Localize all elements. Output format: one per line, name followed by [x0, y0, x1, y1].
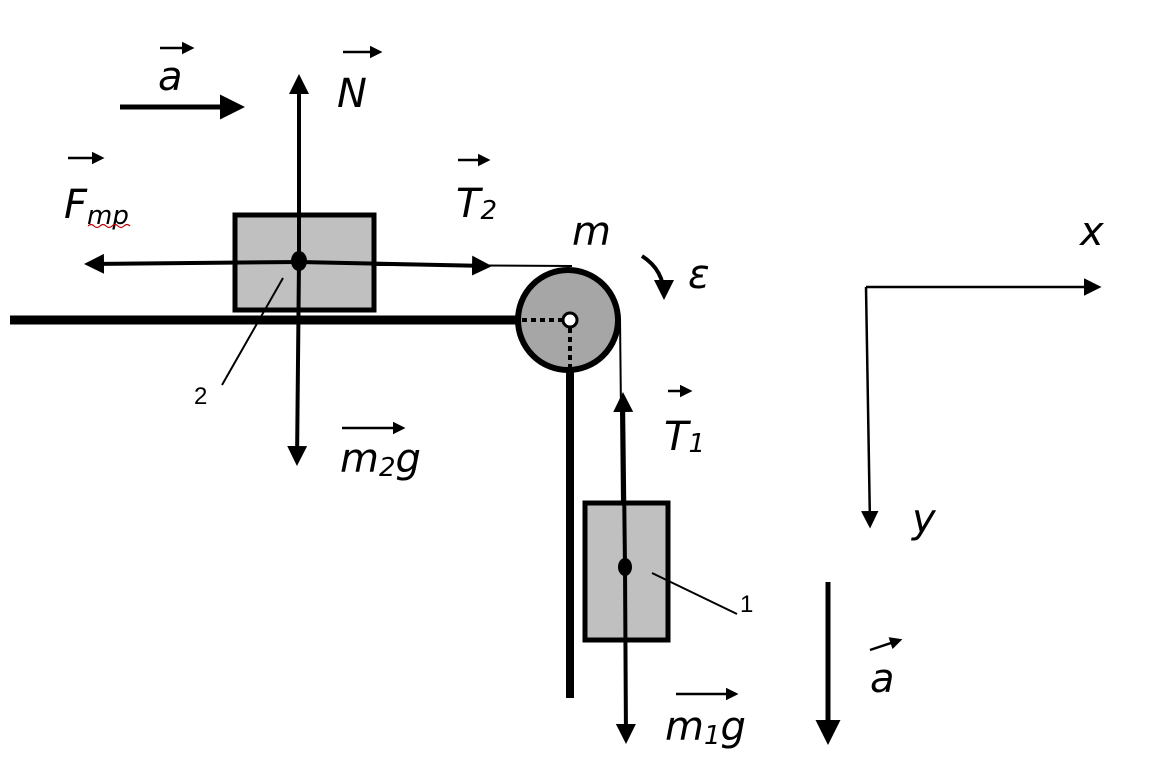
label-normal: N: [337, 71, 367, 117]
label-accel-bottom: a: [870, 656, 895, 702]
pulley-axle: [561, 311, 579, 329]
block-1-center: [618, 558, 632, 576]
spellcheck-squiggle: [87, 223, 131, 229]
label-friction: Fmp: [64, 182, 129, 231]
label-body-2: 2: [194, 383, 207, 410]
tension2-arrow: [298, 255, 492, 276]
leader-line-1: [651, 572, 738, 615]
label-tension1: T1: [664, 414, 705, 460]
label-pulley-mass: m: [572, 209, 611, 255]
label-tension2: T2: [456, 181, 497, 227]
label-body-1: 1: [740, 591, 753, 618]
vector-bar-accel-bottom: [869, 637, 903, 652]
leader-line-2: [221, 277, 284, 386]
label-axis-x: x: [1078, 209, 1104, 255]
label-gravity1: m1g: [665, 704, 746, 751]
friction-arrow: [84, 253, 300, 274]
block-2-center: [291, 251, 307, 271]
label-gravity2: m2g: [340, 436, 421, 483]
label-axis-y: y: [911, 496, 937, 542]
gravity1-arrow: [615, 566, 636, 744]
label-accel-top: a: [158, 54, 183, 100]
tension1-arrow: [613, 392, 634, 568]
gravity2-arrow: [287, 261, 308, 466]
label-angular-accel: ε: [688, 252, 710, 298]
angular-accel-arrow: [640, 254, 674, 300]
y-axis-arrow: [861, 286, 879, 529]
